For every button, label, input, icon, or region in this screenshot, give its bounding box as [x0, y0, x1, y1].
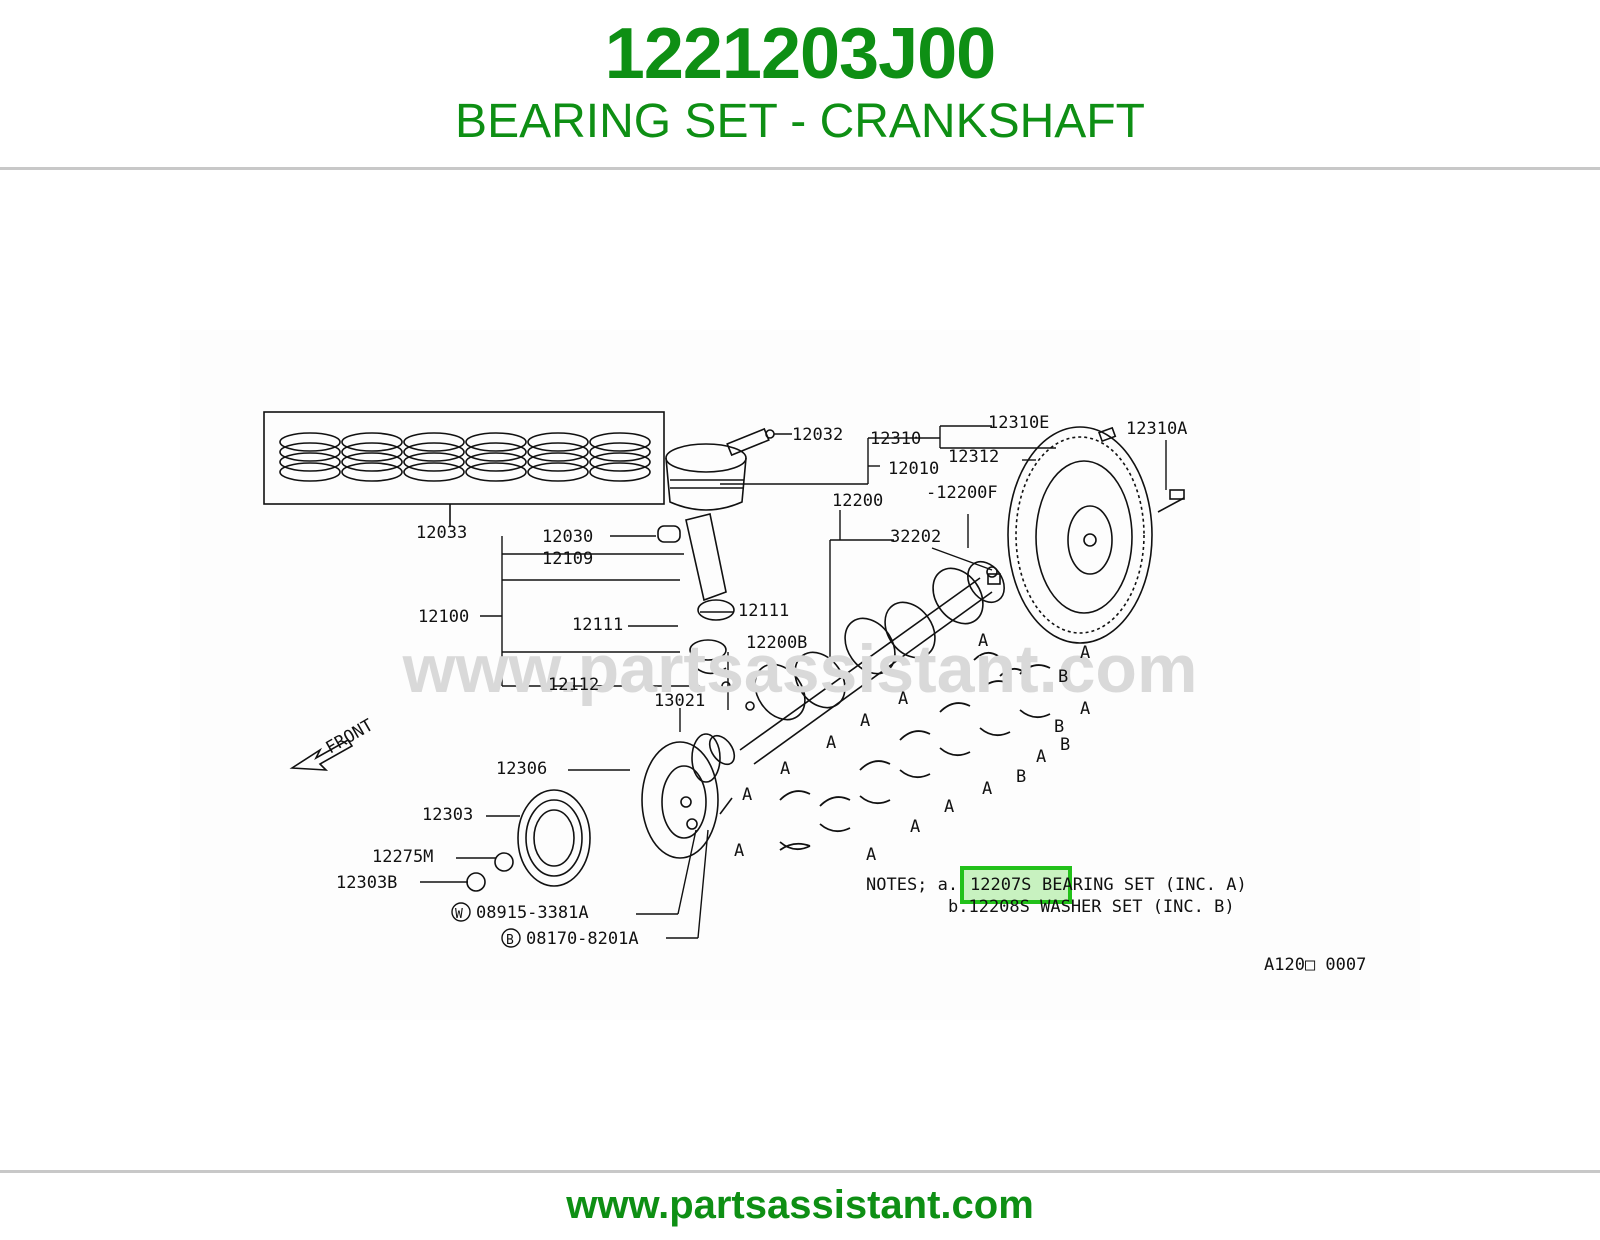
- callout-12303: 12303: [422, 805, 473, 825]
- notes-prefix: NOTES; a.: [866, 875, 958, 895]
- marker-b: B: [1054, 717, 1064, 737]
- callout-12100: 12100: [418, 607, 469, 627]
- callout-12010: 12010: [888, 459, 939, 479]
- figure-code: A120□ 0007: [1264, 955, 1366, 975]
- page-header: 1221203J00 BEARING SET - CRANKSHAFT: [0, 0, 1600, 168]
- callout-12200: 12200: [832, 491, 883, 511]
- flywheel: [1007, 426, 1185, 644]
- callout-12032: 12032: [792, 425, 843, 445]
- callout-labels: 12033 12032 12310 12010 12310E 12310A 12…: [323, 413, 1367, 975]
- part-description: BEARING SET - CRANKSHAFT: [455, 95, 1145, 148]
- callout-12112: 12112: [548, 675, 599, 695]
- callout-12306: 12306: [496, 759, 547, 779]
- notes-highlight-part: 12207S: [970, 875, 1031, 895]
- callout-13021: 13021: [654, 691, 705, 711]
- bearing-markers: A A A A A A A A A A A A A A B B B B: [734, 631, 1090, 865]
- parts-diagram: www.partsassistant.com 12033 12032 12310…: [180, 330, 1420, 1020]
- parts-diagram-svg: www.partsassistant.com 12033 12032 12310…: [180, 330, 1420, 1020]
- callout-12030: 12030: [542, 527, 593, 547]
- callout-12275M: 12275M: [372, 847, 433, 867]
- marker-a: A: [978, 631, 988, 651]
- callout-12310: 12310: [870, 429, 921, 449]
- footer-url[interactable]: www.partsassistant.com: [566, 1183, 1034, 1227]
- marker-a: A: [780, 759, 790, 779]
- marker-a: A: [1080, 699, 1090, 719]
- callout-12200F: -12200F: [926, 483, 998, 503]
- b-symbol: B: [506, 933, 514, 948]
- header-divider: [0, 167, 1600, 170]
- marker-a: A: [860, 711, 870, 731]
- callout-12111-left: 12111: [572, 615, 623, 635]
- callout-08915-3381A: 08915-3381A: [476, 903, 589, 923]
- callout-12200B: 12200B: [746, 633, 807, 653]
- w-symbol: W: [455, 907, 463, 922]
- callout-12310E: 12310E: [988, 413, 1049, 433]
- watermark: www.partsassistant.com: [402, 631, 1198, 707]
- callout-12111-right: 12111: [738, 601, 789, 621]
- crankshaft: [708, 560, 1005, 766]
- callout-12033: 12033: [416, 523, 467, 543]
- notes-line1: BEARING SET (INC. A): [1042, 875, 1247, 895]
- marker-b: B: [1060, 735, 1070, 755]
- callout-12312: 12312: [948, 447, 999, 467]
- highlight-box: [960, 866, 1072, 904]
- part-number-title: 1221203J00: [604, 14, 996, 94]
- diagram-notes: NOTES; a. 12207S BEARING SET (INC. A) b.…: [866, 866, 1247, 917]
- marker-a: A: [826, 733, 836, 753]
- callout-12303B: 12303B: [336, 873, 397, 893]
- marker-a: A: [1036, 747, 1046, 767]
- marker-a: A: [898, 689, 908, 709]
- marker-b: B: [1058, 667, 1068, 687]
- front-arrow-icon: [289, 738, 354, 771]
- marker-a: A: [982, 779, 992, 799]
- callout-32202: 32202: [890, 527, 941, 547]
- footer-divider: [0, 1170, 1600, 1173]
- marker-a: A: [742, 785, 752, 805]
- callout-12310A: 12310A: [1126, 419, 1187, 439]
- marker-a: A: [910, 817, 920, 837]
- piston-assembly: [657, 427, 775, 711]
- piston-ring-set: [263, 411, 665, 526]
- marker-b: B: [1016, 767, 1026, 787]
- leader-lines: [420, 425, 1167, 939]
- callout-12109: 12109: [542, 549, 593, 569]
- bearing-shells: [779, 651, 1051, 851]
- marker-a: A: [944, 797, 954, 817]
- marker-a: A: [1080, 643, 1090, 663]
- notes-line2: b.12208S WASHER SET (INC. B): [948, 897, 1235, 917]
- pulleys: [466, 733, 733, 892]
- marker-a: A: [866, 845, 876, 865]
- marker-a: A: [734, 841, 744, 861]
- callout-08170-8201A: 08170-8201A: [526, 929, 639, 949]
